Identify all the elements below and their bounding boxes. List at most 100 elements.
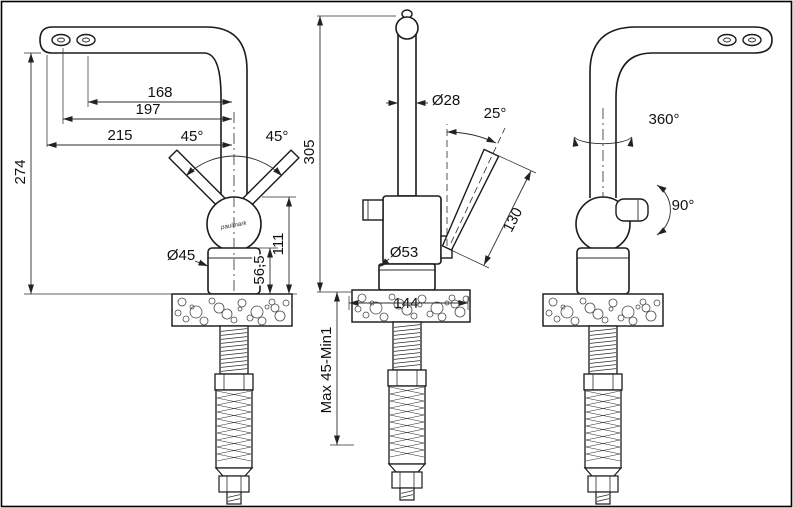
handle-lever-side — [615, 198, 649, 222]
arrowhead — [484, 255, 491, 265]
thread-line — [220, 368, 248, 372]
arrowhead — [524, 171, 531, 181]
granite-pebble — [454, 306, 466, 318]
thread-line — [589, 360, 617, 364]
braid-line — [216, 446, 252, 455]
granite-pebble — [608, 298, 618, 308]
mounting-nut — [214, 373, 254, 391]
braid-line — [216, 453, 252, 462]
arrowhead — [334, 435, 340, 445]
granite-pebble — [641, 303, 651, 313]
dia-label-28: Ø28 — [432, 92, 460, 109]
riser-neck — [397, 31, 417, 197]
angle-label-90: 90° — [672, 197, 695, 214]
braid-line — [389, 393, 425, 402]
arrowhead — [273, 167, 282, 176]
thread-line — [220, 352, 248, 356]
thread-line — [393, 324, 421, 328]
arrowhead — [47, 142, 57, 148]
hose-crimp — [583, 467, 623, 477]
granite-pebble — [354, 305, 362, 313]
thread-line — [393, 348, 421, 352]
spout-outline-inner — [615, 52, 754, 198]
arrowhead — [334, 292, 340, 302]
arrowhead — [380, 258, 390, 267]
thread-line — [589, 328, 617, 332]
braid-line — [585, 446, 621, 455]
arrowhead — [657, 185, 667, 193]
granite-pebble — [274, 310, 286, 322]
filter-outlet — [76, 33, 96, 47]
dim-label-111: 111 — [270, 233, 287, 256]
dim-label-274: 274 — [12, 159, 29, 184]
braid-line — [389, 407, 425, 416]
thread-line — [589, 344, 617, 348]
granite-pebble — [230, 316, 238, 324]
thread-line — [589, 348, 617, 352]
braid-line — [216, 397, 252, 406]
thread-line — [220, 364, 248, 368]
thread-line — [400, 490, 414, 494]
swivel-rotation-arc — [573, 136, 633, 145]
arrowhead — [222, 142, 232, 148]
connector-tip — [226, 491, 242, 505]
thread-line — [393, 356, 421, 360]
granite-pebble — [357, 293, 367, 303]
granite-pebble — [653, 299, 661, 307]
braid-line — [389, 400, 425, 409]
filter-outlet — [717, 33, 737, 47]
granite-pebble — [401, 304, 413, 316]
braid-line — [216, 404, 252, 413]
filter-hole — [82, 37, 90, 43]
arrowhead — [267, 284, 273, 294]
front-view: 305 Ø28 25° 130 Ø53 144 Max 45-Min1 — [299, 9, 528, 415]
dimension-line — [483, 170, 532, 266]
connector-tip — [399, 487, 415, 501]
granite-pebble — [189, 304, 195, 310]
angle-label-45-right: 45° — [266, 128, 289, 145]
granite-pebble — [601, 316, 609, 324]
arrowhead — [458, 300, 468, 306]
dimension-decorations — [24, 15, 667, 505]
granite-pebble — [270, 303, 280, 313]
granite-pebble — [621, 305, 635, 319]
filter-spout-stub — [362, 199, 384, 221]
granite-pebble — [213, 302, 225, 314]
thread-line — [589, 332, 617, 336]
arrowhead — [349, 300, 359, 306]
thread-line — [220, 336, 248, 340]
thread-line — [220, 340, 248, 344]
granite-pebble — [237, 306, 243, 312]
granite-pebble — [250, 305, 264, 319]
angle-label-45-left: 45° — [181, 128, 204, 145]
thread-line — [220, 348, 248, 352]
aerator-hole — [748, 37, 756, 43]
granite-pebble — [362, 311, 370, 319]
braid-line — [585, 418, 621, 427]
braid-line — [216, 425, 252, 434]
braid-line — [389, 421, 425, 430]
granite-pebble — [388, 293, 396, 301]
angle-label-360: 360° — [648, 111, 679, 128]
granite-pebble — [635, 304, 641, 310]
granite-pebble — [617, 314, 625, 322]
thread-line — [589, 356, 617, 360]
dim-label-mount-range: Max 45-Min1 — [318, 327, 335, 414]
filter-hole — [723, 37, 731, 43]
granite-pebble — [560, 305, 574, 319]
granite-pebble — [189, 305, 203, 319]
dim-label-305: 305 — [301, 139, 318, 164]
thread-line — [596, 494, 610, 498]
granite-pebble — [410, 312, 418, 320]
granite-pebble — [579, 297, 587, 305]
thread-line — [596, 498, 610, 502]
braid-line — [585, 397, 621, 406]
arrowhead — [317, 282, 323, 292]
granite-pebble — [264, 304, 270, 310]
thread-line — [220, 332, 248, 336]
braid-line — [216, 439, 252, 448]
extension-line — [450, 249, 490, 269]
spout-bend-cap — [395, 16, 419, 40]
handle-lever — [441, 148, 500, 251]
